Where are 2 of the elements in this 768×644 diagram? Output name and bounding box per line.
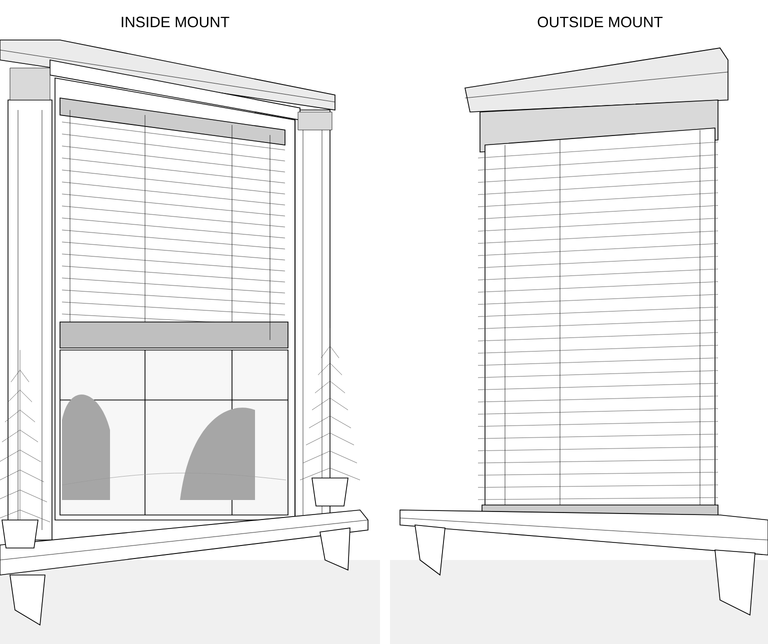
heading: INSIDE MOUNT xyxy=(122,16,230,28)
heading: OUTSIDE MOUNT xyxy=(538,16,663,28)
